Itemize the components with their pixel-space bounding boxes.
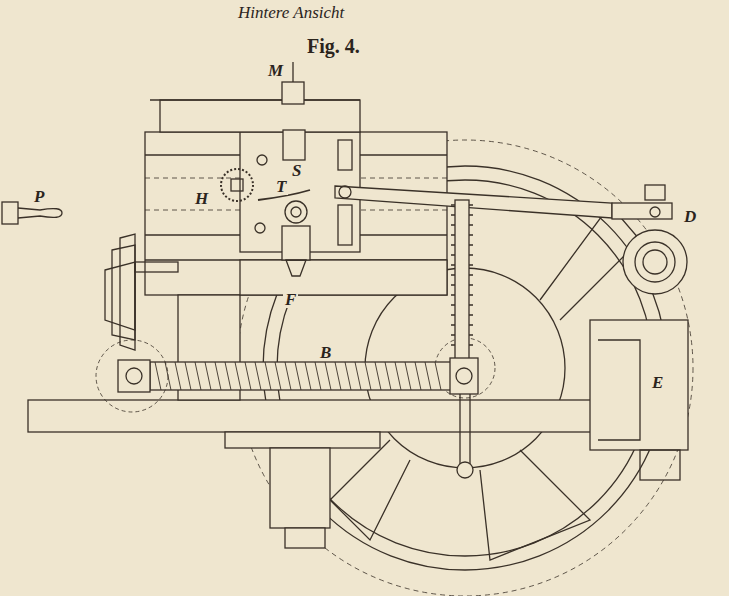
part-letter: P [32, 188, 46, 205]
part-letter: E [650, 374, 665, 391]
figure-title: Fig. 4. [305, 36, 362, 56]
part-letter: F [283, 291, 298, 308]
part-letter: B [318, 344, 333, 361]
part-letter: S [290, 162, 303, 179]
view-caption: Hintere Ansicht [236, 4, 346, 21]
part-letter: D [682, 208, 698, 225]
part-letter: H [193, 190, 210, 207]
part-letter: M [266, 62, 285, 79]
part-letter: T [274, 178, 288, 195]
